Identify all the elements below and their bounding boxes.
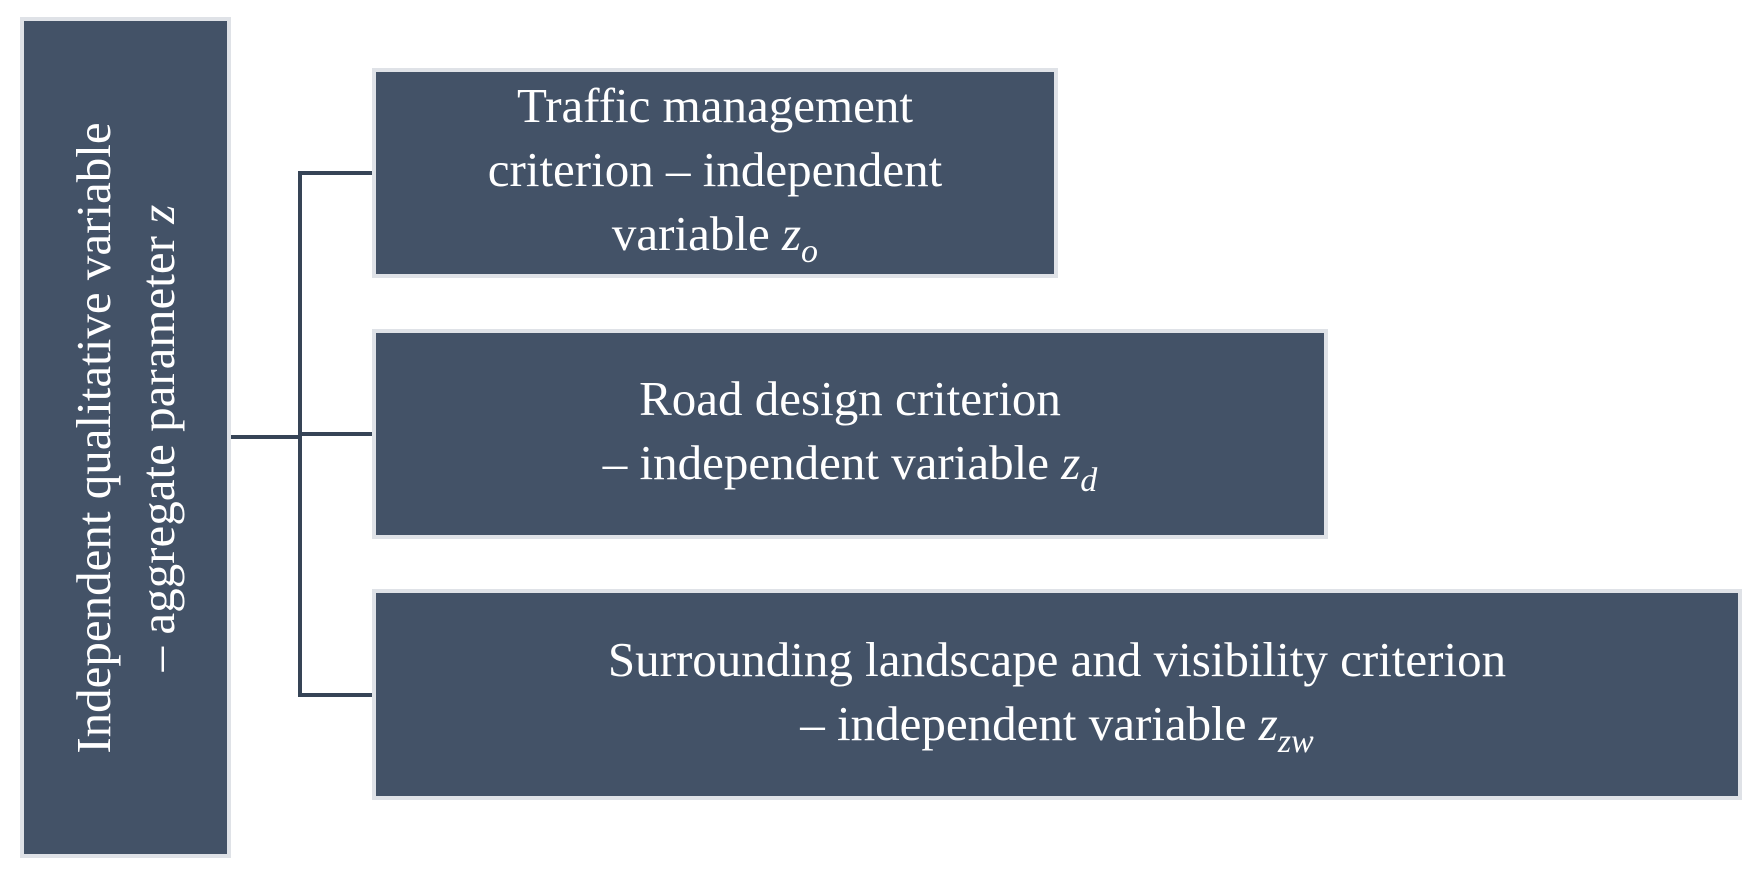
landscape-variable: z [1258,695,1278,751]
root-line-2-text: – aggregate parameter [129,223,185,671]
traffic-line-2: criterion – independent [487,142,943,197]
road-variable-subscript: d [1080,462,1098,499]
traffic-variable-subscript: o [801,233,819,270]
road-design-label: Road design criterion – independent vari… [603,367,1098,501]
root-variable: z [129,204,185,224]
root-line-2: – aggregate parameter z [126,17,190,858]
landscape-variable-subscript: zw [1277,722,1314,760]
landscape-visibility-node: Surrounding landscape and visibility cri… [372,589,1742,800]
landscape-line-2-text: – independent variable [800,695,1259,751]
traffic-variable: z [781,206,802,261]
traffic-management-label: Traffic management criterion – independe… [488,74,942,272]
road-line-1: Road design criterion [639,371,1061,426]
landscape-visibility-label: Surrounding landscape and visibility cri… [608,628,1506,762]
traffic-line-3-text: variable [611,206,782,261]
root-node-box: Independent qualitative variable – aggre… [20,17,231,858]
traffic-management-node: Traffic management criterion – independe… [372,68,1058,278]
traffic-line-3: variable zo [488,202,942,272]
road-line-2: – independent variable zd [603,431,1098,501]
road-variable: z [1061,435,1081,490]
landscape-line-1: Surrounding landscape and visibility cri… [607,631,1507,687]
traffic-line-1: Traffic management [517,78,913,133]
root-line-1: Independent qualitative variable [65,121,121,754]
landscape-line-2: – independent variable zzw [608,692,1506,762]
root-node-label: Independent qualitative variable – aggre… [62,17,190,858]
road-design-node: Road design criterion – independent vari… [372,329,1328,539]
road-line-2-text: – independent variable [602,435,1062,490]
